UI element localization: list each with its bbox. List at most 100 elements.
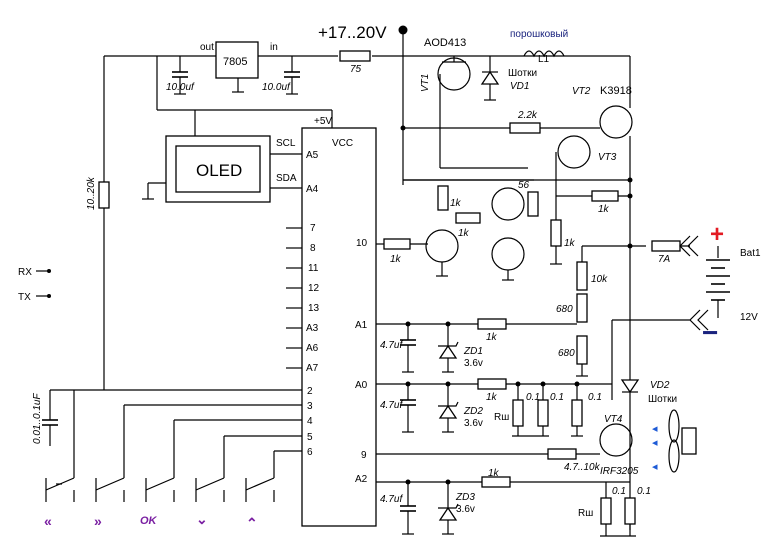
svg-text:VT1: VT1	[420, 74, 431, 92]
battery-divider: 10k 680 680	[556, 243, 646, 377]
svg-text:»: »	[94, 513, 102, 529]
svg-text:56: 56	[518, 180, 530, 191]
svg-text:3: 3	[307, 401, 313, 412]
svg-text:A3: A3	[306, 323, 319, 334]
svg-text:VCC: VCC	[332, 138, 353, 149]
svg-text:IRF3205: IRF3205	[600, 466, 639, 477]
svg-text:5: 5	[307, 432, 313, 443]
a1-net: 1k 4.7uf ZD1 3.6v	[376, 318, 577, 373]
svg-text:A5: A5	[306, 150, 319, 161]
plus5-net: +5V	[156, 56, 333, 136]
fuse-7a: 7A	[651, 235, 699, 265]
button-ok[interactable]: OK	[140, 477, 175, 527]
svg-text:9: 9	[361, 450, 367, 461]
svg-text:◂: ◂	[652, 461, 658, 473]
svg-text:75: 75	[350, 64, 362, 75]
svg-text:3.6v: 3.6v	[464, 418, 483, 429]
svg-text:0.01..0.1uF: 0.01..0.1uF	[32, 393, 43, 444]
svg-text:A2: A2	[355, 474, 368, 485]
svg-text:2.2k: 2.2k	[517, 110, 538, 121]
a2-net: 1k 4.7uf ZD3 3.6v Rш 0.1 0.1	[376, 468, 651, 537]
svg-text:4.7uf: 4.7uf	[380, 494, 403, 505]
svg-text:+: +	[710, 221, 724, 248]
svg-text:OLED: OLED	[196, 161, 242, 180]
svg-text:1k: 1k	[488, 468, 500, 479]
svg-text:SCL: SCL	[276, 138, 296, 149]
fan-icon: ◂ ◂ ◂	[652, 409, 697, 473]
svg-text:4.7uf: 4.7uf	[380, 400, 403, 411]
svg-text:−: −	[702, 317, 718, 348]
inductor-l1: порошковый L1	[510, 29, 568, 65]
svg-text:0.1: 0.1	[526, 392, 540, 403]
svg-text:TX: TX	[18, 292, 31, 303]
svg-text:4.7..10k: 4.7..10k	[564, 462, 601, 473]
svg-text:A0: A0	[355, 380, 368, 391]
svg-text:Rш: Rш	[578, 508, 593, 519]
svg-text:ZD1: ZD1	[463, 346, 483, 357]
vt2-transistor: VT2 K3918	[572, 56, 633, 530]
svg-text:7A: 7A	[658, 254, 671, 265]
svg-text:1k: 1k	[486, 332, 498, 343]
svg-text:1k: 1k	[598, 204, 610, 215]
svg-text:4: 4	[307, 416, 313, 427]
resistor-75: 75	[339, 50, 371, 75]
svg-text:◂: ◂	[652, 423, 658, 435]
svg-text:Шотки: Шотки	[648, 394, 677, 405]
svg-text:1k: 1k	[458, 228, 470, 239]
svg-text:0.1: 0.1	[588, 392, 602, 403]
vt3-transistor: VT3	[555, 135, 617, 196]
svg-text:K3918: K3918	[600, 85, 632, 97]
cap-reg-in: 10.0uf	[262, 56, 300, 95]
supply-voltage-label: +17..20V	[318, 23, 387, 42]
svg-text:10k: 10k	[591, 274, 608, 285]
svg-text:VT2: VT2	[572, 86, 591, 97]
svg-text:OK: OK	[140, 515, 158, 527]
button-right[interactable]: »	[94, 477, 125, 529]
svg-text:3.6v: 3.6v	[464, 358, 483, 369]
rx-tx: RX TX	[18, 267, 51, 303]
button-up[interactable]: ⌃	[245, 477, 275, 531]
pullup-resistor: 10..20k	[86, 56, 110, 390]
svg-text:1k: 1k	[390, 254, 402, 265]
vt4-transistor: VT4 IRF3205	[599, 414, 639, 477]
svg-text:0.1: 0.1	[612, 486, 626, 497]
svg-text:12V: 12V	[740, 312, 758, 323]
svg-text:0.1: 0.1	[637, 486, 651, 497]
svg-text:ZD3: ZD3	[455, 492, 475, 503]
button-down[interactable]: ⌄	[195, 477, 225, 527]
svg-text:10.0uf: 10.0uf	[262, 82, 291, 93]
svg-text:12: 12	[308, 283, 320, 294]
a0-net: 1k 4.7uf ZD2 3.6v Rш 0.1 0.1 0.1	[376, 378, 612, 437]
svg-text:7: 7	[310, 223, 316, 234]
svg-text:4.7uf: 4.7uf	[380, 340, 403, 351]
cap-reg-out: 10.0uf	[166, 56, 195, 95]
svg-text:out: out	[200, 42, 214, 53]
svg-text:◂: ◂	[652, 437, 658, 449]
svg-text:11: 11	[308, 263, 319, 274]
vd1-diode: Шотки VD1	[480, 56, 537, 101]
svg-text:10..20k: 10..20k	[86, 176, 97, 210]
svg-text:A1: A1	[355, 320, 368, 331]
button-left[interactable]: «	[44, 477, 75, 529]
svg-text:6: 6	[307, 447, 313, 458]
svg-text:Шотки: Шотки	[508, 68, 537, 79]
svg-text:L1: L1	[538, 54, 550, 65]
svg-text:VT4: VT4	[604, 414, 623, 425]
svg-text:Bat1: Bat1	[740, 248, 761, 259]
svg-text:in: in	[270, 42, 278, 53]
pin9-net: 4.7..10k	[376, 448, 601, 473]
vt1-transistor: AOD413 VT1	[420, 37, 471, 168]
svg-text:⌄: ⌄	[196, 511, 208, 527]
svg-text:680: 680	[556, 304, 573, 315]
svg-text:VT3: VT3	[598, 152, 617, 163]
svg-text:VD2: VD2	[650, 380, 670, 391]
regulator-7805: 7805 out in	[200, 41, 278, 93]
svg-text:ZD2: ZD2	[463, 406, 483, 417]
vd2-diode: VD2 Шотки	[620, 379, 677, 405]
svg-text:«: «	[44, 513, 52, 529]
svg-text:8: 8	[310, 243, 316, 254]
svg-text:7805: 7805	[223, 56, 247, 68]
svg-text:Rш: Rш	[494, 412, 509, 423]
resistor-2-2k: 2.2k	[400, 110, 600, 134]
